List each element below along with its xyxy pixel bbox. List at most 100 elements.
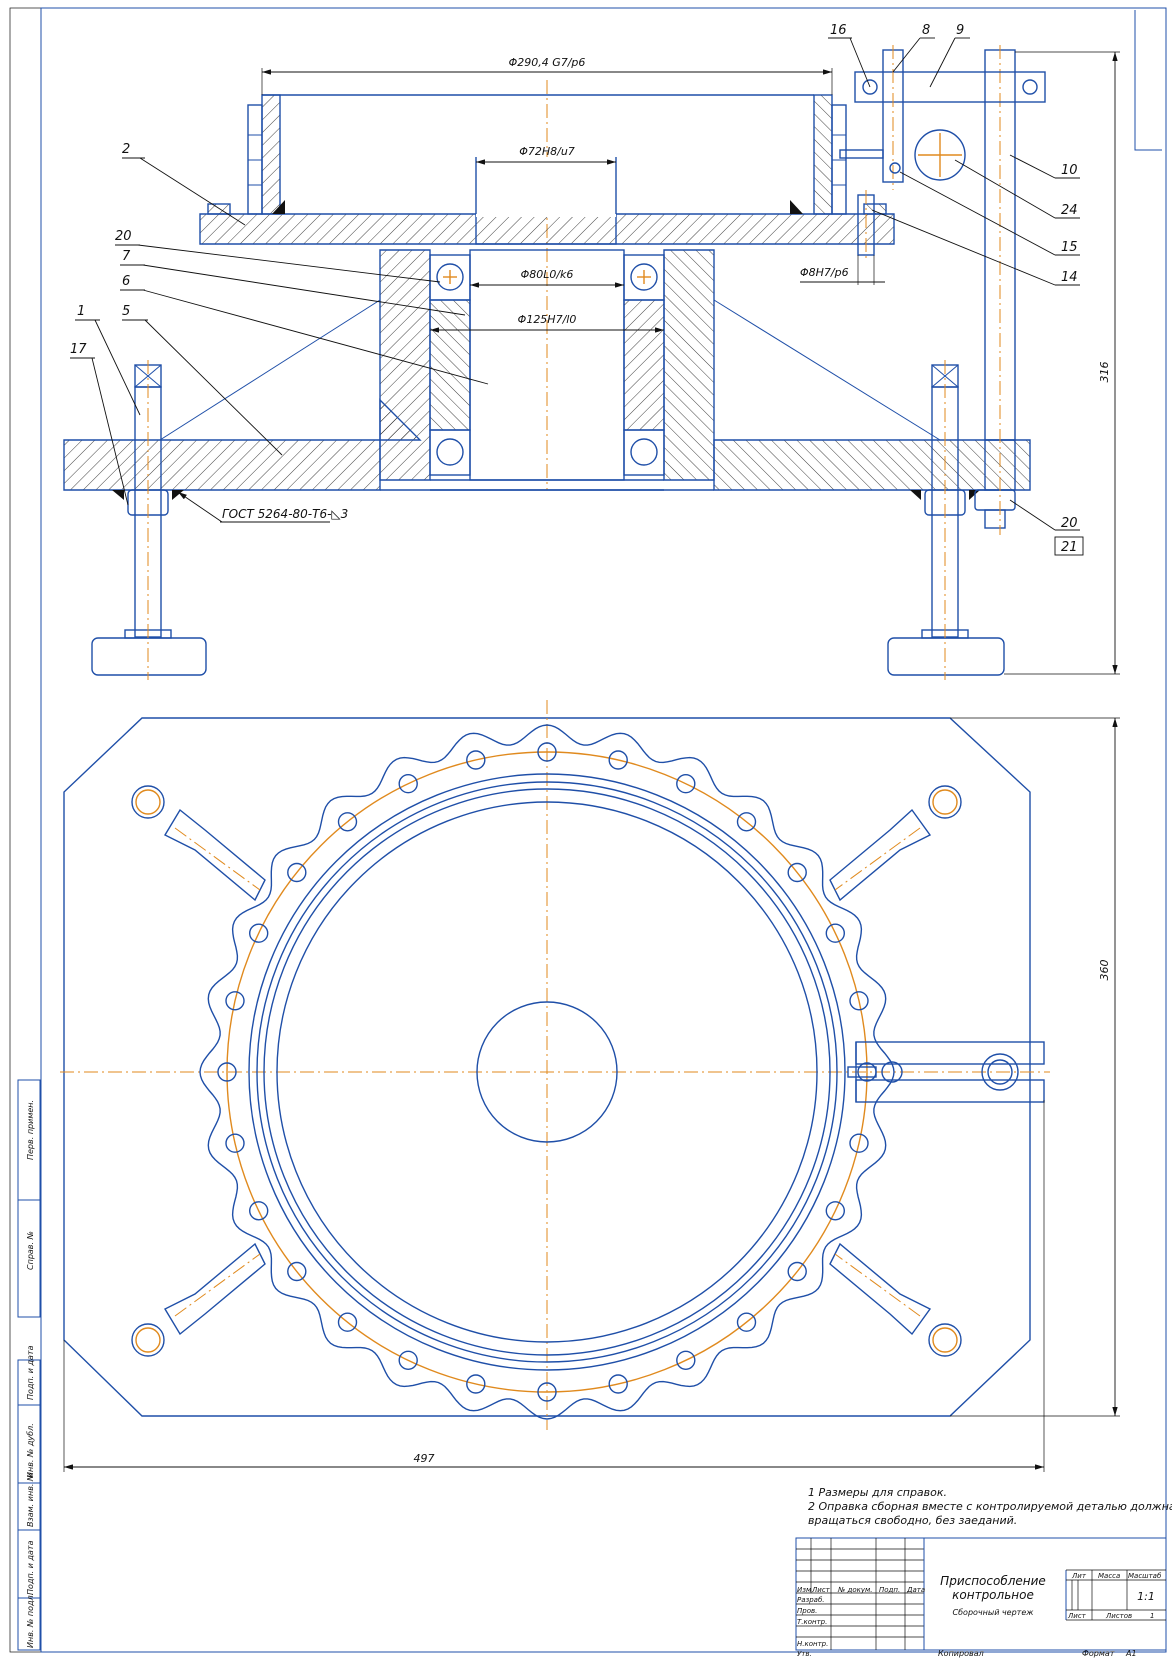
- tb-developer: Разраб.: [797, 1596, 825, 1604]
- bolt-hole: [787, 1261, 807, 1282]
- tb-lit: Лит: [1071, 1572, 1087, 1580]
- tb-sheet: Лист: [1067, 1612, 1087, 1620]
- pos-16: 17: [70, 342, 87, 357]
- plan-view: [60, 700, 1050, 1430]
- stamp-orig-inv: Инв. № подл.: [26, 1593, 35, 1648]
- bolt-hole: [217, 1062, 237, 1082]
- pos-11: 14: [1061, 270, 1078, 285]
- bolt-hole: [825, 923, 845, 943]
- bolt-hole: [608, 1374, 628, 1394]
- technical-notes: 1 Размеры для справок. 2 Оправка сборная…: [808, 1486, 1172, 1527]
- bolt-hole: [537, 1382, 557, 1402]
- pos-5: 5: [122, 304, 130, 319]
- bolt-hole: [249, 923, 269, 943]
- bolt-hole: [337, 1312, 358, 1332]
- dim-plan-height: 360: [1098, 960, 1111, 981]
- stamp-first-use: Перв. примен.: [26, 1100, 35, 1160]
- corner-holes: [131, 785, 962, 1357]
- position-leaders: 2 20 7 6 1 5 17 16 8 9 10 24 15 14 20 21: [70, 23, 1084, 556]
- bolt-hole: [249, 1201, 269, 1221]
- dim-d5: Φ8H7/p6: [800, 266, 849, 279]
- part-2-flange: [199, 213, 895, 245]
- bolt-hole: [287, 1261, 307, 1282]
- right-leveling-foot: [887, 360, 1005, 680]
- bolt-hole: [849, 1133, 869, 1153]
- pos-7: 7: [122, 249, 131, 264]
- stamp-sign-date-2: Подп. и дата: [26, 1540, 35, 1595]
- dim-d2: Φ72H8/u7: [519, 145, 575, 158]
- tb-format-value: А1: [1125, 1649, 1137, 1658]
- tb-title-2: контрольное: [952, 1588, 1034, 1602]
- bolt-hole: [225, 1133, 245, 1153]
- bolt-hole: [398, 1350, 418, 1371]
- indicator-stand: [839, 45, 1046, 535]
- pos-20: 20: [115, 229, 132, 244]
- tb-sheets: Листов: [1105, 1612, 1132, 1620]
- note-2: 2 Оправка сборная вместе с контролируемо…: [808, 1500, 1172, 1513]
- bolt-hole: [398, 774, 418, 794]
- bolt-hole: [676, 774, 696, 794]
- dim-d1: Φ290,4 G7/p6: [509, 56, 586, 69]
- pos-9: 9: [956, 23, 964, 38]
- tb-checker: Пров.: [797, 1607, 817, 1615]
- tb-sheets-value: 1: [1150, 1612, 1154, 1620]
- front-section-view: [63, 45, 1046, 680]
- tb-approved: Утв.: [797, 1650, 812, 1658]
- center-bore: [476, 1001, 618, 1143]
- bolt-hole: [537, 742, 557, 762]
- bolt-hole: [337, 812, 358, 832]
- dim-d3: Φ80L0/k6: [521, 268, 574, 281]
- tb-copied: Копировал: [938, 1649, 984, 1658]
- bolt-circle: [226, 751, 868, 1393]
- left-leveling-foot: [91, 360, 207, 680]
- pos-6: 6: [122, 274, 130, 289]
- tb-col-sign: Подп.: [879, 1586, 900, 1594]
- bolt-hole: [466, 750, 486, 770]
- bolt-hole: [676, 1350, 696, 1371]
- pos-21: 21: [1061, 540, 1078, 555]
- bolt-hole: [287, 862, 307, 883]
- note-3: вращаться свободно, без заеданий.: [808, 1514, 1017, 1527]
- tb-col-date: Дата: [906, 1586, 925, 1594]
- bolt-hole: [608, 750, 628, 770]
- tb-norm-control: Н.контр.: [797, 1640, 828, 1648]
- pos-17: 20: [1061, 516, 1078, 531]
- bolt-hole: [849, 991, 869, 1011]
- pos-2: 2: [122, 142, 130, 157]
- tb-format-label: Формат: [1082, 1649, 1115, 1658]
- ribs: [164, 808, 932, 1336]
- tb-title-1: Приспособление: [940, 1574, 1046, 1588]
- bolt-holes: [217, 742, 877, 1402]
- tb-scale-value: 1:1: [1137, 1590, 1155, 1603]
- pos-14: 15: [1061, 240, 1078, 255]
- indicator-stand-plan: [847, 1041, 1045, 1103]
- tb-subtitle: Сборочный чертеж: [953, 1608, 1035, 1617]
- dimensions: Φ290,4 G7/p6 Φ72H8/u7 Φ80L0/k6 Φ125H7/l0…: [63, 51, 1120, 1472]
- stamp-dup-inv: Инв. № дубл.: [26, 1423, 35, 1478]
- tb-scale: Масштаб: [1128, 1572, 1162, 1580]
- note-1: 1 Размеры для справок.: [808, 1486, 947, 1499]
- tb-col-list: Лист: [811, 1586, 831, 1594]
- tb-tech-control: Т.контр.: [797, 1618, 827, 1626]
- flange-outline: [199, 724, 895, 1420]
- dim-height: 316: [1098, 362, 1111, 383]
- pos-10: 10: [1061, 163, 1078, 178]
- tb-mass: Масса: [1098, 1572, 1120, 1580]
- bolt-hole: [736, 1312, 757, 1332]
- bolt-hole: [225, 991, 245, 1011]
- title-block: Изм Лист № докум. Подп. Дата Разраб. Про…: [795, 1537, 1167, 1658]
- bolt-hole: [466, 1374, 486, 1394]
- tb-col-izm: Изм: [797, 1586, 812, 1594]
- stamp-ref-no: Справ. №: [26, 1231, 35, 1270]
- sheet-frame: [9, 7, 1167, 1653]
- dim-width: 497: [414, 1452, 435, 1465]
- stamp-sign-date-1: Подп. и дата: [26, 1345, 35, 1400]
- weld-label: ГОСТ 5264-80-Т6-◺3: [222, 507, 348, 521]
- dim-d4: Φ125H7/l0: [518, 313, 577, 326]
- pos-15: 16: [830, 23, 847, 38]
- pos-24: 24: [1061, 203, 1078, 218]
- pos-8: 8: [922, 23, 930, 38]
- pos-1: 1: [77, 304, 85, 319]
- bolt-hole: [787, 862, 807, 883]
